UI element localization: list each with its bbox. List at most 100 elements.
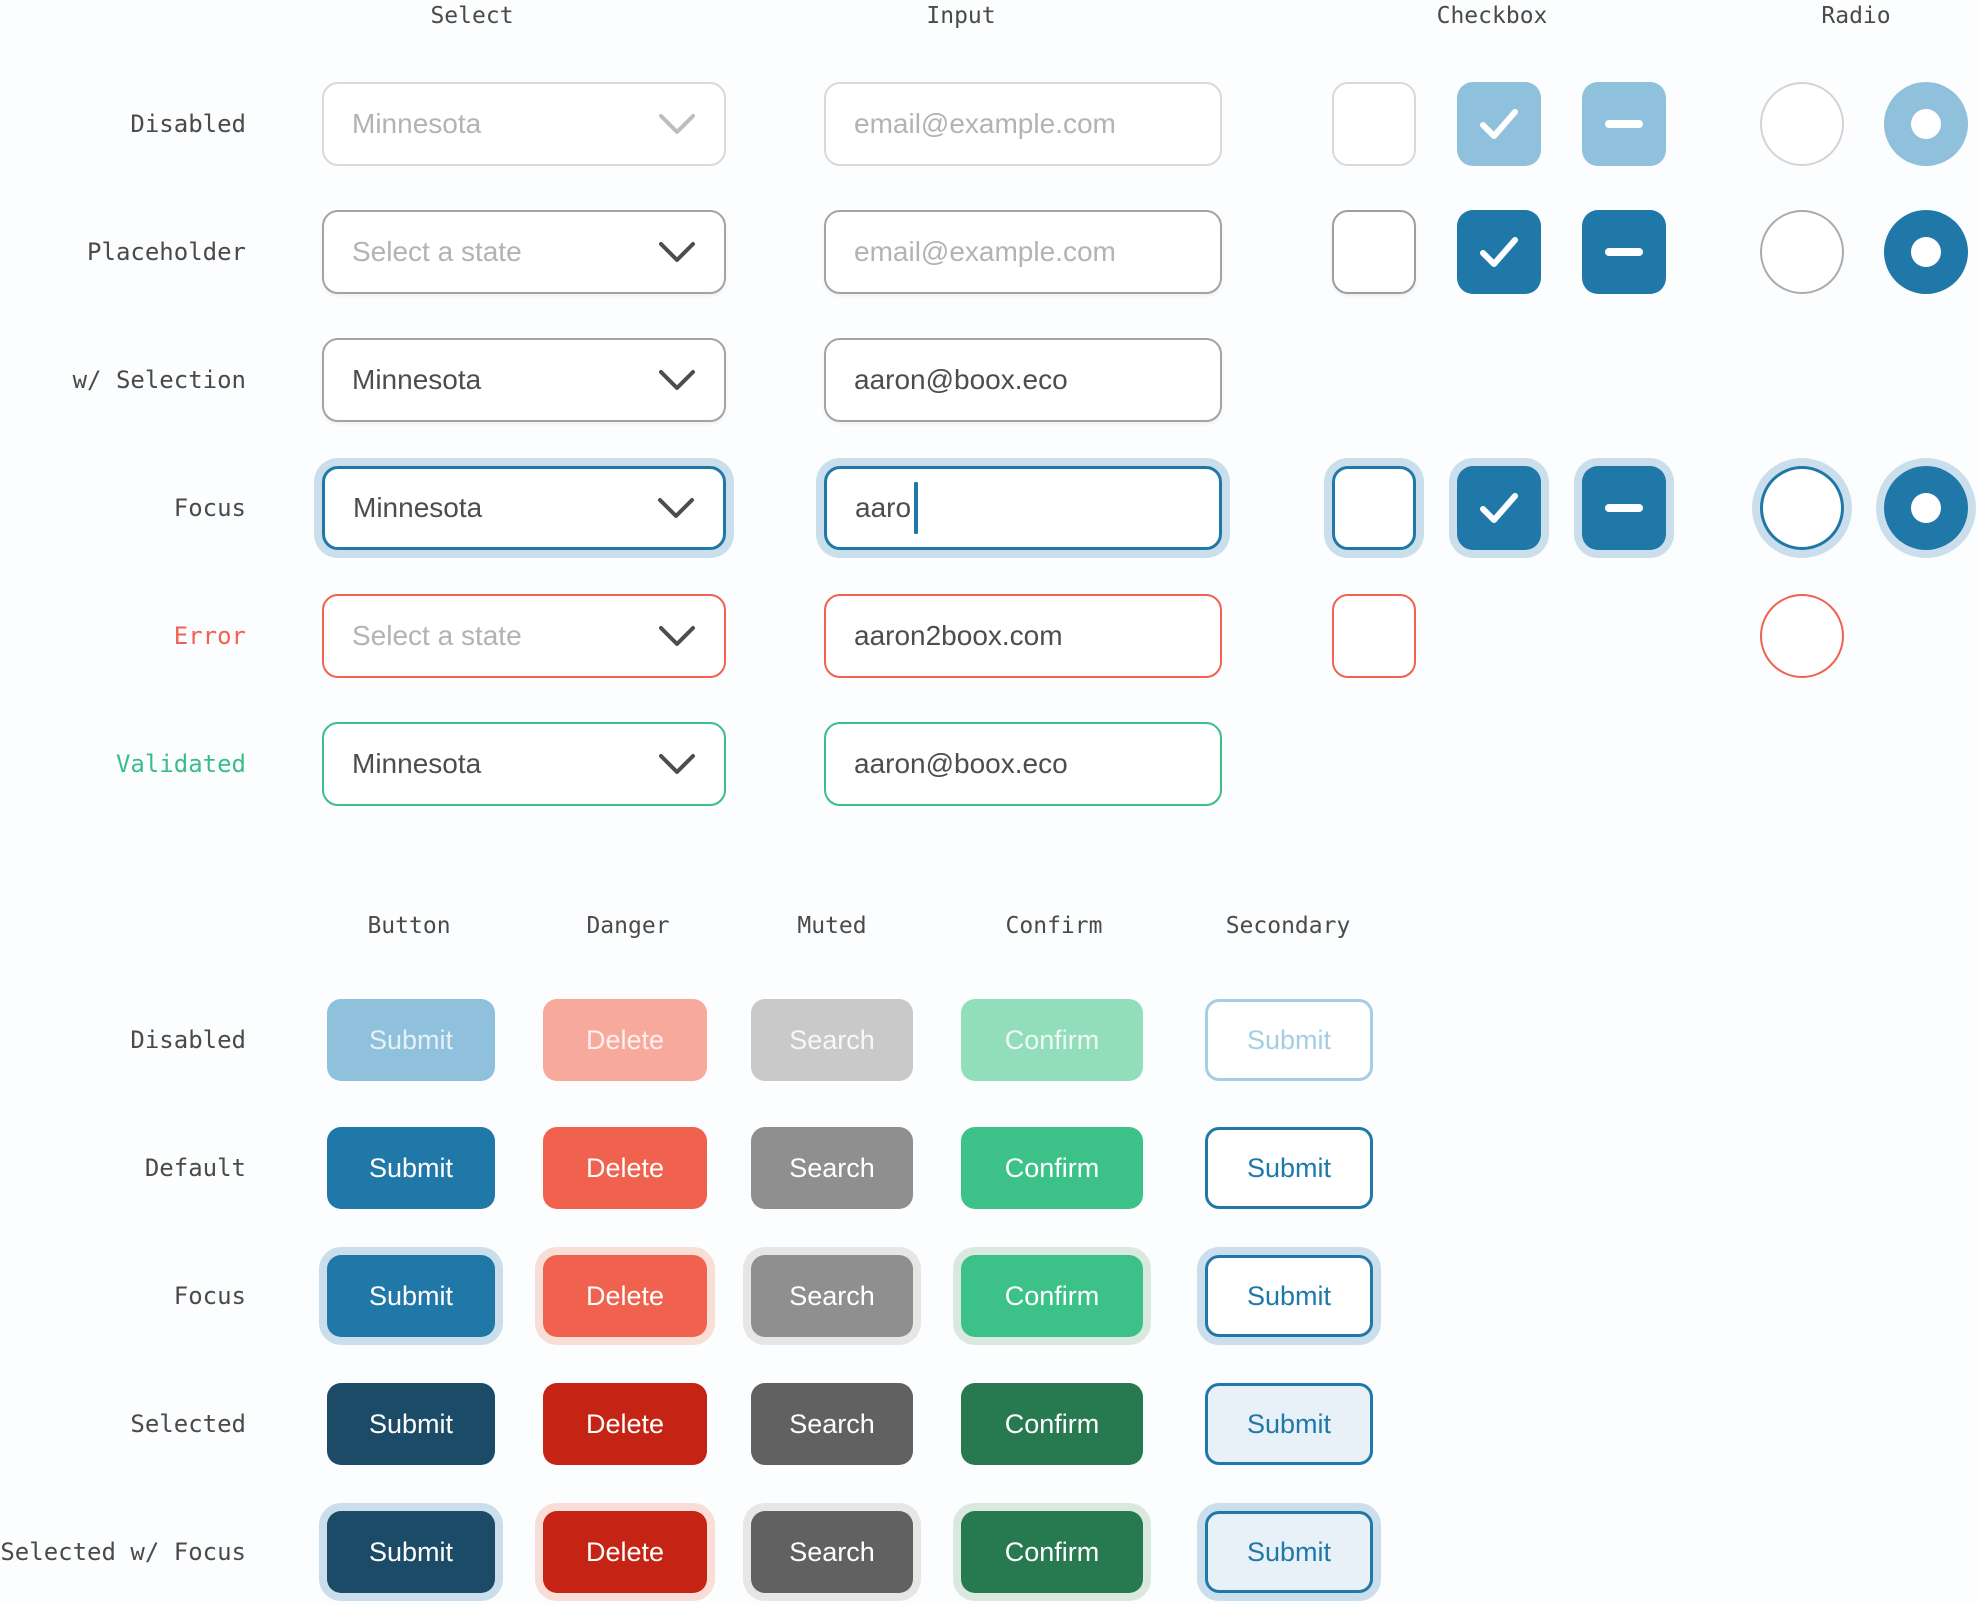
search-button[interactable]: Search xyxy=(751,1383,913,1465)
row-label: Selected xyxy=(130,1410,246,1438)
button-row-selected-focus: Selected w/ Focus Submit Delete Search C… xyxy=(0,1511,1980,1593)
row-label: Focus xyxy=(173,1282,246,1310)
submit-button[interactable]: Submit xyxy=(327,1383,495,1465)
check-icon xyxy=(1477,235,1521,269)
state-select[interactable]: Select a state xyxy=(322,210,726,294)
email-input[interactable]: aaro xyxy=(824,466,1222,550)
state-select[interactable]: Minnesota xyxy=(322,338,726,422)
email-input[interactable]: aaron2boox.com xyxy=(824,594,1222,678)
radio-checked[interactable] xyxy=(1884,82,1968,166)
row-label: Validated xyxy=(115,750,246,778)
checkbox-unchecked[interactable] xyxy=(1332,210,1416,294)
row-label: Disabled xyxy=(130,1026,246,1054)
check-icon xyxy=(1477,491,1521,525)
form-row-with-selection: w/ Selection Minnesota aaron@boox.eco xyxy=(0,338,1980,422)
email-input[interactable]: email@example.com xyxy=(824,82,1222,166)
radio-unchecked[interactable] xyxy=(1760,594,1844,678)
row-label: Selected w/ Focus xyxy=(0,1538,246,1566)
select-value: Minnesota xyxy=(352,108,482,139)
column-header-select: Select xyxy=(430,3,514,29)
search-button[interactable]: Search xyxy=(751,1511,913,1593)
select-value: Minnesota xyxy=(353,492,483,523)
input-value: aaron@boox.eco xyxy=(854,748,1068,779)
chevron-down-icon xyxy=(657,497,695,519)
input-value: aaro xyxy=(855,492,912,523)
secondary-submit-button[interactable]: Submit xyxy=(1205,1383,1373,1465)
input-value: aaron@boox.eco xyxy=(854,364,1068,395)
check-icon xyxy=(1477,107,1521,141)
column-header-radio: Radio xyxy=(1821,3,1891,29)
chevron-down-icon xyxy=(658,625,696,647)
secondary-submit-button[interactable]: Submit xyxy=(1205,1127,1373,1209)
state-select[interactable]: Minnesota xyxy=(322,722,726,806)
chevron-down-icon xyxy=(658,113,696,135)
column-header-danger: Danger xyxy=(586,913,670,939)
email-input[interactable]: email@example.com xyxy=(824,210,1222,294)
select-value: Minnesota xyxy=(352,364,482,395)
checkbox-unchecked[interactable] xyxy=(1332,594,1416,678)
row-label: w/ Selection xyxy=(72,366,246,394)
delete-button[interactable]: Delete xyxy=(543,1127,707,1209)
column-header-checkbox: Checkbox xyxy=(1436,3,1548,29)
confirm-button[interactable]: Confirm xyxy=(961,1127,1143,1209)
input-placeholder: email@example.com xyxy=(854,236,1116,267)
checkbox-unchecked[interactable] xyxy=(1332,466,1416,550)
chevron-down-icon xyxy=(658,369,696,391)
button-row-disabled: Disabled Submit Delete Search Confirm Su… xyxy=(0,999,1980,1081)
form-row-placeholder: Placeholder Select a state email@example… xyxy=(0,210,1980,294)
submit-button[interactable]: Submit xyxy=(327,1127,495,1209)
form-row-validated: Validated Minnesota aaron@boox.eco xyxy=(0,722,1980,806)
indeterminate-dash-icon xyxy=(1605,504,1643,512)
secondary-submit-button[interactable]: Submit xyxy=(1205,999,1373,1081)
checkbox-indeterminate[interactable] xyxy=(1582,210,1666,294)
email-input[interactable]: aaron@boox.eco xyxy=(824,722,1222,806)
confirm-button[interactable]: Confirm xyxy=(961,1511,1143,1593)
delete-button[interactable]: Delete xyxy=(543,1255,707,1337)
delete-button[interactable]: Delete xyxy=(543,999,707,1081)
email-input[interactable]: aaron@boox.eco xyxy=(824,338,1222,422)
confirm-button[interactable]: Confirm xyxy=(961,1383,1143,1465)
checkbox-checked[interactable] xyxy=(1457,466,1541,550)
radio-unchecked[interactable] xyxy=(1760,82,1844,166)
submit-button[interactable]: Submit xyxy=(327,1511,495,1593)
submit-button[interactable]: Submit xyxy=(327,999,495,1081)
input-placeholder: email@example.com xyxy=(854,108,1116,139)
state-select[interactable]: Minnesota xyxy=(322,466,726,550)
row-label: Placeholder xyxy=(87,238,246,266)
checkbox-checked[interactable] xyxy=(1457,210,1541,294)
state-select[interactable]: Minnesota xyxy=(322,82,726,166)
column-header-confirm: Confirm xyxy=(1005,913,1103,939)
input-value: aaron2boox.com xyxy=(854,620,1063,651)
button-row-default: Default Submit Delete Search Confirm Sub… xyxy=(0,1127,1980,1209)
radio-unchecked[interactable] xyxy=(1760,466,1844,550)
form-row-disabled: Disabled Minnesota email@example.com xyxy=(0,82,1980,166)
select-placeholder: Select a state xyxy=(352,620,522,651)
column-header-secondary: Secondary xyxy=(1225,913,1351,939)
radio-unchecked[interactable] xyxy=(1760,210,1844,294)
checkbox-indeterminate[interactable] xyxy=(1582,466,1666,550)
search-button[interactable]: Search xyxy=(751,1127,913,1209)
form-row-error: Error Select a state aaron2boox.com xyxy=(0,594,1980,678)
radio-checked[interactable] xyxy=(1884,466,1968,550)
radio-checked[interactable] xyxy=(1884,210,1968,294)
select-placeholder: Select a state xyxy=(352,236,522,267)
confirm-button[interactable]: Confirm xyxy=(961,1255,1143,1337)
state-select[interactable]: Select a state xyxy=(322,594,726,678)
indeterminate-dash-icon xyxy=(1605,120,1643,128)
column-header-muted: Muted xyxy=(797,913,867,939)
column-header-input: Input xyxy=(926,3,996,29)
submit-button[interactable]: Submit xyxy=(327,1255,495,1337)
secondary-submit-button[interactable]: Submit xyxy=(1205,1511,1373,1593)
secondary-submit-button[interactable]: Submit xyxy=(1205,1255,1373,1337)
radio-dot xyxy=(1911,493,1941,523)
delete-button[interactable]: Delete xyxy=(543,1511,707,1593)
delete-button[interactable]: Delete xyxy=(543,1383,707,1465)
indeterminate-dash-icon xyxy=(1605,248,1643,256)
search-button[interactable]: Search xyxy=(751,999,913,1081)
confirm-button[interactable]: Confirm xyxy=(961,999,1143,1081)
checkbox-unchecked[interactable] xyxy=(1332,82,1416,166)
search-button[interactable]: Search xyxy=(751,1255,913,1337)
checkbox-checked[interactable] xyxy=(1457,82,1541,166)
checkbox-indeterminate[interactable] xyxy=(1582,82,1666,166)
